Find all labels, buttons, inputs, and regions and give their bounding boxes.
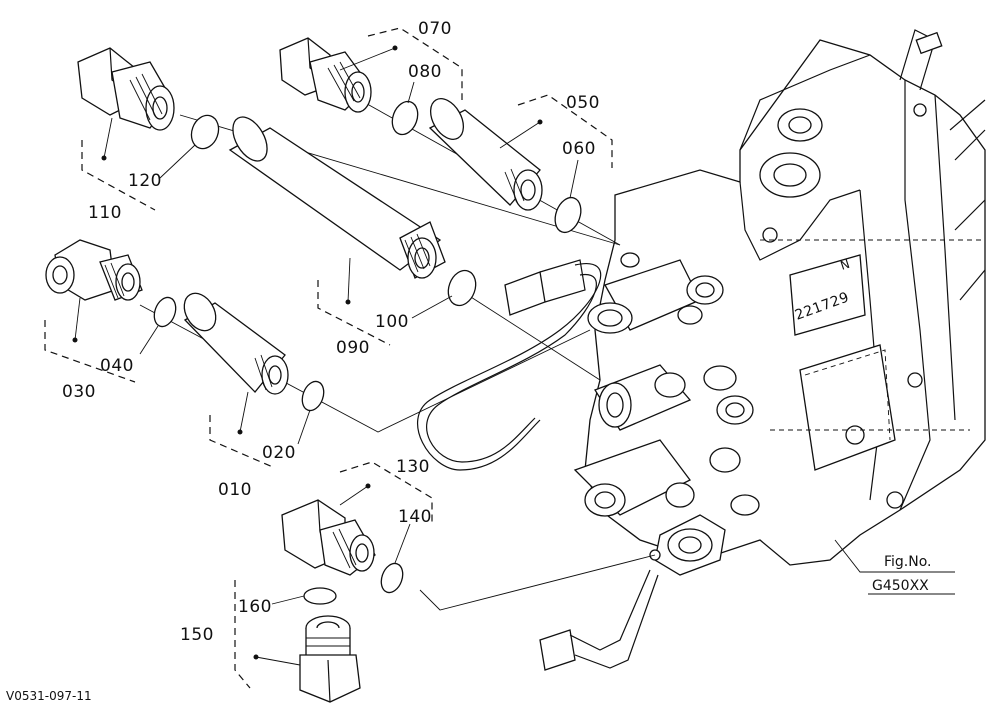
- part-120-o-ring: [190, 114, 220, 150]
- drawing-code: V0531-097-11: [6, 689, 92, 703]
- control-valve-body: N 221729: [584, 29, 986, 566]
- assembly-centerlines: [139, 99, 656, 611]
- callout-010: 010: [218, 480, 252, 500]
- callout-090: 090: [336, 338, 370, 358]
- part-020-o-ring: [301, 380, 325, 412]
- group-brackets: [44, 27, 613, 689]
- callout-160: 160: [238, 597, 272, 617]
- callout-050: 050: [566, 93, 600, 113]
- part-080-o-ring: [391, 100, 419, 136]
- callout-130: 130: [396, 457, 430, 477]
- callout-110: 110: [88, 203, 122, 223]
- callout-070: 070: [418, 19, 452, 39]
- part-040-o-ring: [153, 296, 177, 328]
- wiring-harness: [417, 259, 659, 671]
- callout-120: 120: [128, 171, 162, 191]
- callout-labels: 070 080 050 060 120 110 100 090 040 030 …: [62, 19, 600, 645]
- callout-080: 080: [408, 62, 442, 82]
- part-010-sleeve: [183, 292, 289, 395]
- part-090-sleeve: [228, 116, 446, 279]
- figure-number: G450XX: [872, 578, 929, 594]
- part-050-sleeve: [428, 98, 543, 211]
- part-130-elbow-fitting: [281, 499, 376, 576]
- callout-140: 140: [398, 507, 432, 527]
- callout-060: 060: [562, 139, 596, 159]
- figure-label: Fig.No.: [884, 554, 932, 570]
- valve-spool-housings: [573, 252, 760, 576]
- callout-020: 020: [262, 443, 296, 463]
- part-070-fitting: [279, 37, 372, 113]
- casting-mark-letter: N: [839, 257, 852, 273]
- figure-number-block: Fig.No. G450XX: [834, 539, 955, 595]
- callout-100: 100: [375, 312, 409, 332]
- callout-030: 030: [62, 382, 96, 402]
- callout-040: 040: [100, 356, 134, 376]
- part-110-fitting: [77, 47, 175, 131]
- part-140-o-ring: [380, 562, 404, 594]
- callout-150: 150: [180, 625, 214, 645]
- part-100-o-ring: [447, 269, 477, 307]
- part-160-o-ring: [303, 587, 337, 605]
- part-150-fitting: [299, 615, 361, 703]
- part-030-elbow-fitting: [45, 239, 143, 301]
- part-060-o-ring: [554, 196, 582, 234]
